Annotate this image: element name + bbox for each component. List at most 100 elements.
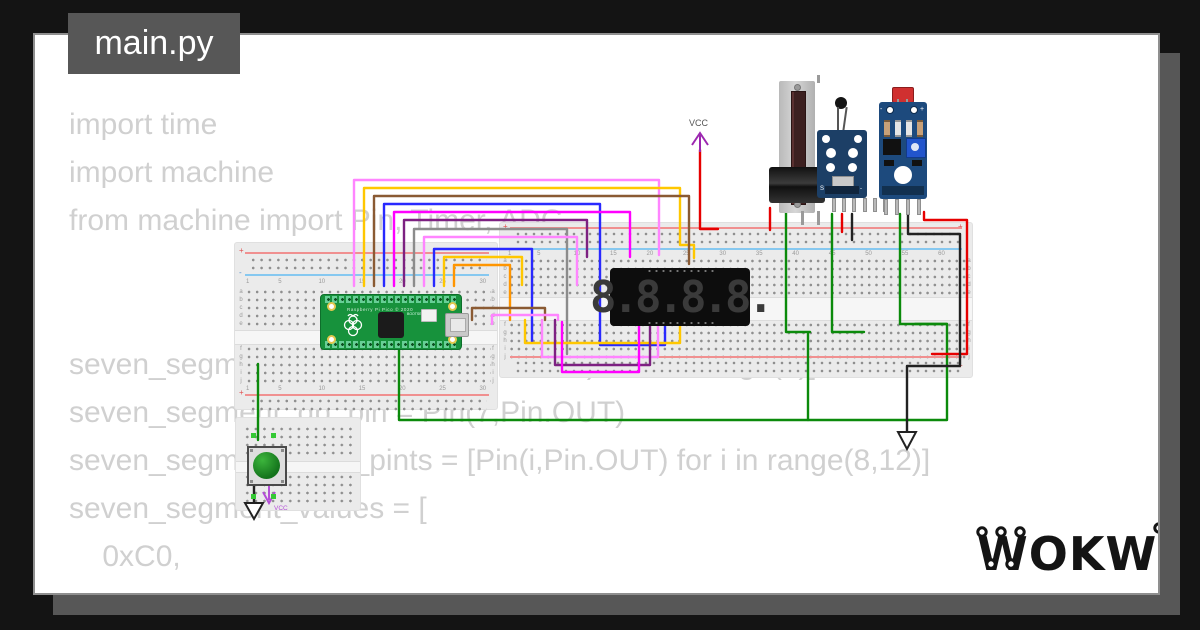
- rp2040-chip: [378, 312, 404, 338]
- row-letter: b: [239, 297, 243, 303]
- rail-holes[interactable]: [514, 230, 960, 246]
- wire-blue-2[interactable]: [432, 247, 534, 344]
- row-letter: e: [967, 290, 971, 296]
- label-minus: -: [880, 106, 883, 113]
- logo-node-icon: [1005, 558, 1017, 570]
- column-number: 15: [610, 251, 617, 257]
- row-letter: a: [503, 258, 507, 264]
- row-letter: a: [239, 289, 243, 295]
- row-letter: j: [240, 378, 242, 384]
- logo-node-icon: [976, 526, 988, 538]
- row-letter: i: [968, 346, 970, 352]
- rail-line-blue: [510, 248, 962, 250]
- wire-pink-4[interactable]: [490, 313, 560, 326]
- wire-purple[interactable]: [402, 218, 589, 288]
- button-contact-dot: [251, 494, 256, 499]
- column-number: 10: [318, 386, 326, 392]
- vcc-label: VCC: [274, 505, 288, 512]
- wire-pink[interactable]: [352, 178, 661, 288]
- row-letter: f: [492, 346, 494, 352]
- pot-slider-knob[interactable]: [769, 167, 825, 203]
- wire-purple-3[interactable]: [553, 318, 652, 367]
- button-pin: [250, 480, 253, 483]
- rail-holes[interactable]: [514, 359, 960, 373]
- button-pin: [250, 449, 253, 452]
- pico-pin-header-top[interactable]: [325, 296, 457, 303]
- module-pin: [884, 199, 888, 215]
- rail-holes[interactable]: [249, 256, 487, 272]
- gnd-symbol-right[interactable]: [896, 431, 918, 452]
- display-pins-bottom: [646, 321, 714, 325]
- seven-segment-display[interactable]: 8.8.8.8.: [590, 268, 774, 326]
- wire-gold-2[interactable]: [442, 255, 524, 288]
- thermistor-leg: [842, 107, 848, 131]
- pin-label-minus: -: [860, 186, 862, 192]
- ldr-photoresistor: [892, 87, 914, 103]
- row-letter: a: [491, 289, 495, 295]
- wire-green-long[interactable]: [397, 322, 949, 422]
- wire-gray[interactable]: [412, 227, 569, 356]
- row-letter: b: [503, 266, 507, 272]
- wire-violet[interactable]: [422, 235, 579, 288]
- resistor: [906, 120, 912, 137]
- pin-label-strip: [882, 186, 924, 195]
- wires-layer[interactable]: VCC VCC: [35, 35, 1160, 595]
- code-line: 0xF9,: [69, 581, 930, 593]
- wire-black-gnd[interactable]: [905, 212, 962, 434]
- wire-pink-3[interactable]: [540, 318, 660, 359]
- resistor: [917, 120, 923, 137]
- pot-leg: [817, 75, 820, 83]
- rail-holes[interactable]: [249, 397, 487, 411]
- seven-segment-digits: 8.8.8.8.: [590, 271, 774, 323]
- bootsel-button[interactable]: [421, 309, 437, 322]
- wire-orange[interactable]: [452, 263, 512, 322]
- rail-line-red: [510, 227, 962, 229]
- pico-pin-header-bottom[interactable]: [325, 341, 457, 348]
- ntc-sensor-module[interactable]: S -: [815, 95, 887, 215]
- wire-red-vcc[interactable]: [698, 148, 720, 231]
- column-number: 25: [439, 279, 446, 285]
- pcb-hole: [822, 135, 830, 143]
- gnd-symbol-button[interactable]: [243, 502, 265, 522]
- wire-magenta[interactable]: [392, 210, 632, 288]
- wire-red-rail[interactable]: [922, 210, 969, 356]
- trimpot: [906, 138, 926, 158]
- push-button[interactable]: [247, 446, 287, 486]
- pico-board[interactable]: Raspberry Pi Pico © 2020 BOOTSEL: [320, 294, 469, 350]
- bb-holes[interactable]: [508, 321, 966, 359]
- wire-brown[interactable]: [372, 194, 691, 288]
- vcc-symbol-top[interactable]: VCC: [689, 118, 709, 152]
- wire-magenta-3[interactable]: [560, 320, 641, 374]
- wire-green-ldr[interactable]: [898, 212, 949, 326]
- wire-green-pot[interactable]: [784, 208, 812, 334]
- wire-blue[interactable]: [382, 202, 667, 347]
- logo-node-icon: [1014, 526, 1026, 538]
- column-number: 60: [938, 251, 945, 257]
- row-letter: c: [967, 274, 971, 280]
- pcb-pad: [826, 163, 835, 172]
- screw-terminal: [910, 106, 918, 114]
- wire-green-ntc[interactable]: [830, 212, 866, 334]
- slide-potentiometer[interactable]: [767, 75, 827, 255]
- thermistor-leg: [837, 107, 839, 131]
- wire-gold[interactable]: [362, 186, 696, 288]
- resistor: [884, 120, 890, 137]
- row-letter: j: [504, 354, 506, 360]
- ldr-sensor-module[interactable]: - +: [878, 85, 930, 250]
- column-number: 5: [278, 386, 282, 392]
- rail-line-red: [510, 356, 962, 358]
- row-letter: g: [239, 354, 243, 360]
- row-letter: g: [491, 354, 495, 360]
- wire-gold-3[interactable]: [523, 318, 682, 345]
- row-letter: e: [239, 321, 243, 327]
- button-cap[interactable]: [253, 452, 280, 479]
- bb-holes[interactable]: [245, 345, 491, 385]
- comparator-ic: [883, 139, 901, 155]
- column-number: 5: [278, 279, 282, 285]
